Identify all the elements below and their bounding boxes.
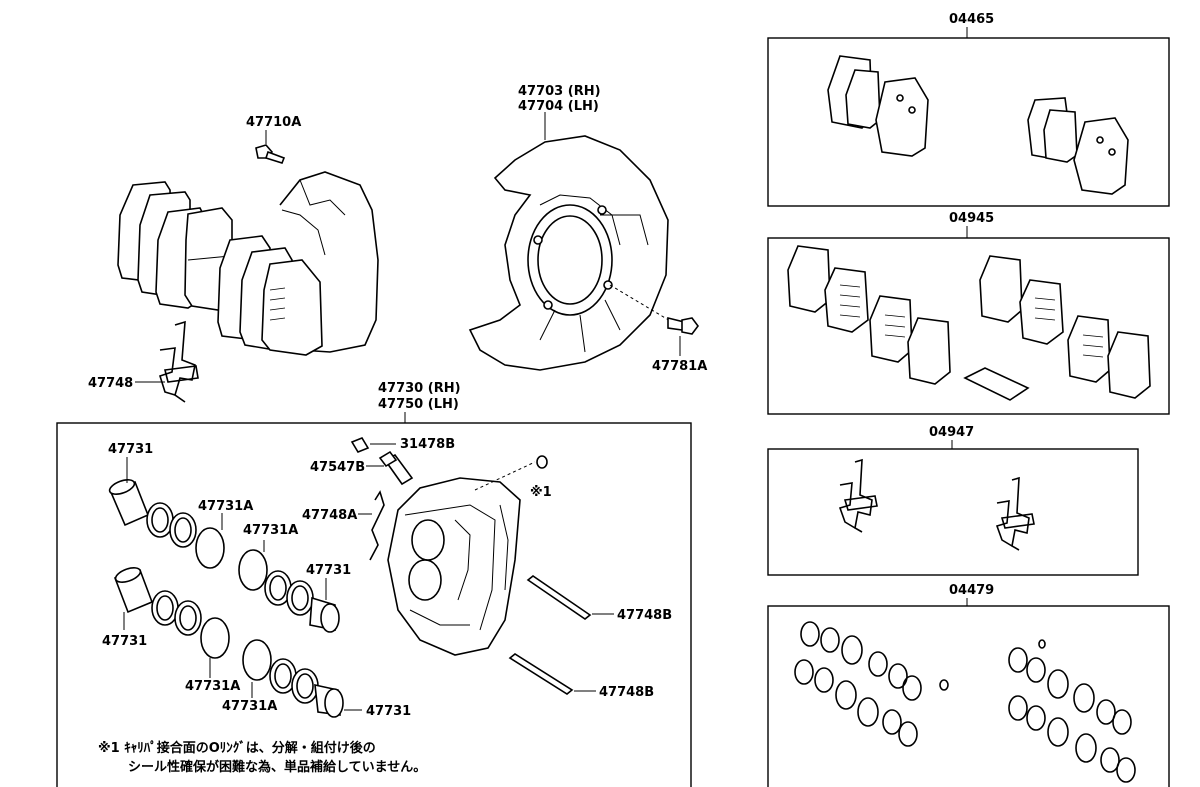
callout-47750-lh: 47750 (LH): [378, 397, 459, 412]
callout-47731a-b: 47731A: [243, 523, 298, 538]
kit-04465-pads-illustration: [827, 55, 1129, 195]
disc-dust-shield-illustration: [468, 135, 669, 371]
callout-47731-c: 47731: [102, 634, 147, 649]
kit-04479-code: 04479: [949, 583, 994, 598]
bleeder-cap-31478b-icon: [350, 437, 370, 453]
kit-04945-code: 04945: [949, 211, 994, 226]
callout-47710a: 47710A: [246, 115, 301, 130]
footnote-line-1: ※1 ｷｬﾘﾊﾟ接合面のOﾘﾝｸﾞは、分解・組付け後の: [98, 740, 376, 756]
callout-47731-b: 47731: [306, 563, 351, 578]
callout-47731a-c: 47731A: [185, 679, 240, 694]
kit-04947-code: 04947: [929, 425, 974, 440]
guide-pin-47748b-icon: [508, 575, 592, 695]
kit-04947-clips-illustration: [838, 458, 1035, 551]
bolt-47710a-icon: [255, 144, 286, 164]
piston-seal-set-illustration: [108, 479, 344, 718]
callout-31478b: 31478B: [400, 437, 455, 452]
oring-icon: [536, 455, 548, 469]
bolt-47781a-icon: [667, 316, 699, 335]
callout-47731-d: 47731: [366, 704, 411, 719]
callout-47731a-d: 47731A: [222, 699, 277, 714]
callout-47748b-a: 47748B: [617, 608, 672, 623]
kit-04945-shims-illustration: [787, 245, 1151, 401]
caliper-assembly-frame: [56, 422, 692, 787]
callout-47748b-b: 47748B: [599, 685, 654, 700]
callout-47730-rh: 47730 (RH): [378, 381, 461, 396]
callout-47731a-a: 47731A: [198, 499, 253, 514]
footnote-line-2: シール性確保が困難な為、単品補給していません。: [128, 759, 426, 775]
callout-47748: 47748: [88, 376, 133, 391]
kit-04945-frame: [767, 237, 1170, 415]
kit-04465-frame: [767, 37, 1170, 207]
callout-47703-rh: 47703 (RH): [518, 84, 601, 99]
kit-04479-seals-illustration: [794, 621, 1136, 783]
spring-clip-47748a-icon: [369, 490, 385, 561]
bleeder-plug-47547b-icon: [378, 450, 414, 486]
callout-47781a: 47781A: [652, 359, 707, 374]
pad-clip-47748-icon: [159, 320, 199, 403]
kit-04947-frame: [767, 448, 1139, 576]
callout-47704-lh: 47704 (LH): [518, 99, 599, 114]
callout-47731-a: 47731: [108, 442, 153, 457]
kit-04479-frame: [767, 605, 1170, 787]
callout-47547b: 47547B: [310, 460, 365, 475]
brake-pad-assembly-illustration: [117, 171, 379, 356]
kit-04465-code: 04465: [949, 12, 994, 27]
callout-47748a: 47748A: [302, 508, 357, 523]
callout-oring-note-mark: ※1: [530, 485, 552, 500]
caliper-body-illustration: [387, 477, 521, 656]
